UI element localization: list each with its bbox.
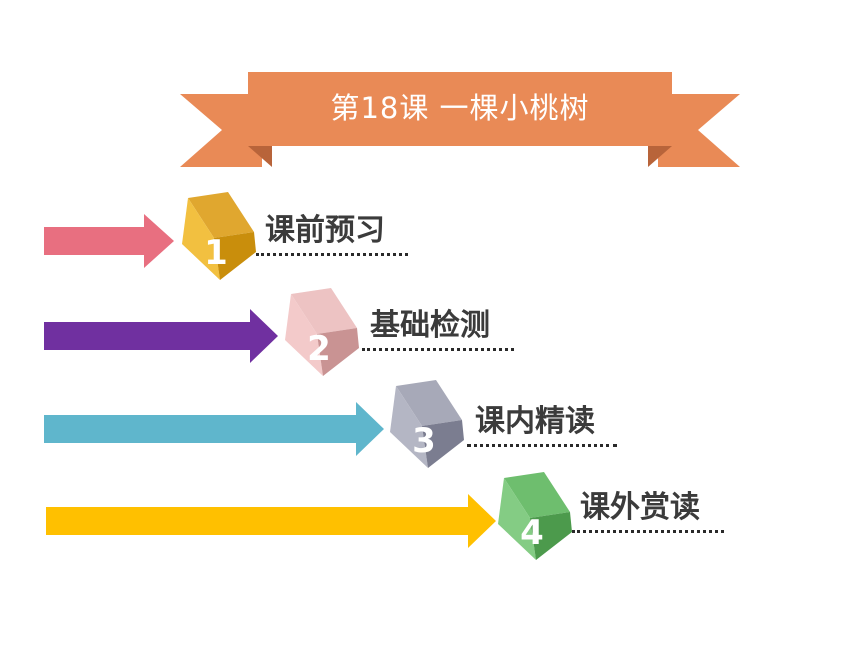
cube-4: 4: [498, 472, 572, 560]
title-ribbon: [180, 72, 740, 167]
step-number-3: 3: [412, 421, 436, 461]
section-label-3: 课内精读: [475, 404, 595, 439]
arrow-1: [44, 214, 174, 268]
step-number-2: 2: [307, 329, 331, 369]
page-title: 第18课 一棵小桃树: [330, 91, 590, 125]
dotted-line-4: [572, 530, 724, 533]
cube-3: 3: [390, 380, 464, 468]
arrow-2: [44, 309, 278, 363]
arrow-3: [44, 402, 384, 456]
dotted-line-1: [256, 253, 408, 256]
arrow-4: [46, 494, 496, 548]
ribbon-band: [248, 72, 672, 146]
section-label-2: 基础检测: [370, 308, 490, 343]
dotted-line-3: [467, 444, 617, 447]
step-number-1: 1: [204, 233, 228, 273]
dotted-line-2: [362, 348, 514, 351]
section-label-1: 课前预习: [265, 213, 385, 248]
step-number-4: 4: [520, 513, 544, 553]
ribbon-left-tail: [180, 94, 262, 167]
ribbon-right-tail: [658, 94, 740, 167]
section-label-4: 课外赏读: [580, 490, 700, 525]
ribbon-left-fold: [248, 146, 272, 167]
cube-2: 2: [285, 288, 359, 376]
cube-1: 1: [182, 192, 256, 280]
ribbon-right-fold: [648, 146, 672, 167]
